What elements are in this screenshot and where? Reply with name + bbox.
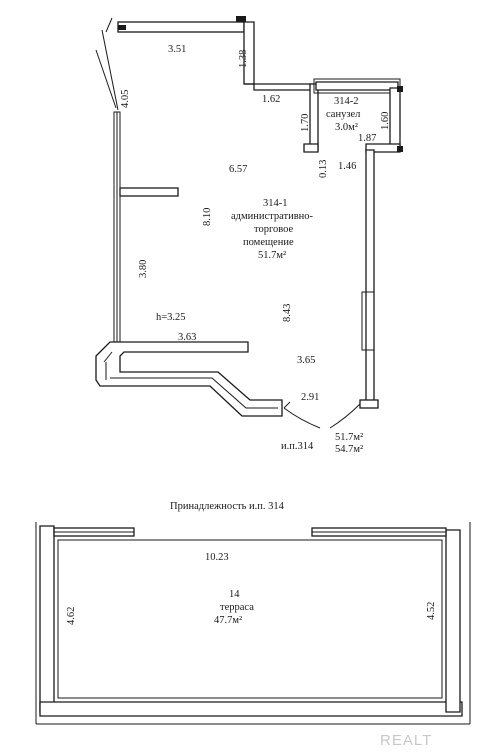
dim-bath-inner: 0.13 bbox=[318, 160, 329, 178]
dim-right-segment: 1.46 bbox=[338, 161, 356, 172]
terrace-plan: Принадлежность и.п. 314 10.23 14 терраса… bbox=[35, 501, 471, 725]
dim-bath-bottom: 1.87 bbox=[358, 133, 376, 144]
top-wall-window bbox=[118, 25, 126, 30]
dim-right-height: 8.43 bbox=[282, 304, 293, 322]
bay-inner-line bbox=[103, 351, 278, 409]
bay-outer-wall bbox=[95, 341, 283, 417]
room-name-line3: помещение bbox=[243, 237, 294, 248]
dim-left-upper: 4.05 bbox=[120, 90, 131, 108]
entry-door-swing-right bbox=[329, 403, 361, 429]
bathroom-left-wall bbox=[309, 83, 319, 151]
terrace-name: терраса bbox=[220, 602, 254, 613]
bathroom-top-wall bbox=[315, 81, 399, 91]
terrace-left-height: 4.62 bbox=[66, 607, 77, 625]
bathroom-right-wall bbox=[389, 87, 401, 147]
top-wall bbox=[117, 21, 245, 33]
watermark-logo: REALT bbox=[380, 732, 432, 749]
dim-ceiling-height: h=3.25 bbox=[156, 312, 186, 323]
dim-bay-width: 3.63 bbox=[178, 332, 196, 343]
unit-314-plan: 3.51 1.38 4.05 1.62 1.70 0.13 1.60 1.87 … bbox=[95, 16, 403, 455]
left-wall-upper-angle bbox=[101, 29, 119, 111]
left-corner-tick bbox=[105, 17, 113, 33]
dim-bath-right: 1.60 bbox=[380, 112, 391, 130]
terrace-width: 10.23 bbox=[205, 552, 229, 563]
right-wall-window bbox=[361, 291, 375, 351]
room-id: 314-1 bbox=[263, 198, 288, 209]
dim-diag-right: 3.65 bbox=[297, 355, 315, 366]
dim-room-height: 8.10 bbox=[202, 208, 213, 226]
room-314-2-label: 314-2 санузел 3.0м² bbox=[326, 96, 360, 133]
terrace-floor-boundary bbox=[57, 539, 443, 699]
terrace-number: 14 bbox=[229, 589, 240, 600]
bathroom-right-cap bbox=[397, 86, 403, 92]
terrace-bottom-wall bbox=[39, 701, 463, 717]
internal-partition bbox=[119, 187, 179, 197]
top-wall-end-cap bbox=[236, 16, 246, 22]
room-name-line2: торговое bbox=[254, 224, 294, 235]
terrace-area: 47.7м² bbox=[214, 615, 242, 626]
entry-door-leaf bbox=[283, 401, 291, 409]
terrace-right-wall bbox=[445, 529, 461, 713]
dim-step-width: 1.62 bbox=[262, 94, 280, 105]
bathroom-right-cap-2 bbox=[397, 146, 403, 152]
room-name: санузел bbox=[326, 109, 360, 120]
unit-label: и.п.314 bbox=[281, 441, 314, 452]
dim-left-lower: 3.80 bbox=[138, 260, 149, 278]
terrace-left-wall bbox=[39, 525, 55, 713]
room-area: 3.0м² bbox=[335, 122, 358, 133]
unit-area-living: 51.7м² bbox=[335, 432, 363, 443]
dim-room-width: 6.57 bbox=[229, 164, 247, 175]
entry-door-swing bbox=[283, 407, 321, 429]
terrace-caption: Принадлежность и.п. 314 bbox=[170, 501, 285, 512]
unit-area-total: 54.7м² bbox=[335, 444, 363, 455]
right-wall bbox=[365, 149, 375, 405]
room-314-1-label: 314-1 административно- торговое помещени… bbox=[231, 198, 314, 261]
room-id: 314-2 bbox=[334, 96, 359, 107]
right-wall-end bbox=[359, 399, 379, 409]
dim-entry-width: 2.91 bbox=[301, 392, 319, 403]
step-wall bbox=[244, 83, 313, 91]
room-name-line1: административно- bbox=[231, 211, 314, 222]
terrace-right-height: 4.52 bbox=[426, 602, 437, 620]
dim-bath-left: 1.70 bbox=[300, 114, 311, 132]
dim-top-width: 3.51 bbox=[168, 44, 186, 55]
room-area: 51.7м² bbox=[258, 250, 286, 261]
left-wall-upper-angle-2 bbox=[95, 49, 117, 109]
bathroom-partition bbox=[303, 143, 319, 153]
dim-notch-depth: 1.38 bbox=[238, 50, 249, 68]
